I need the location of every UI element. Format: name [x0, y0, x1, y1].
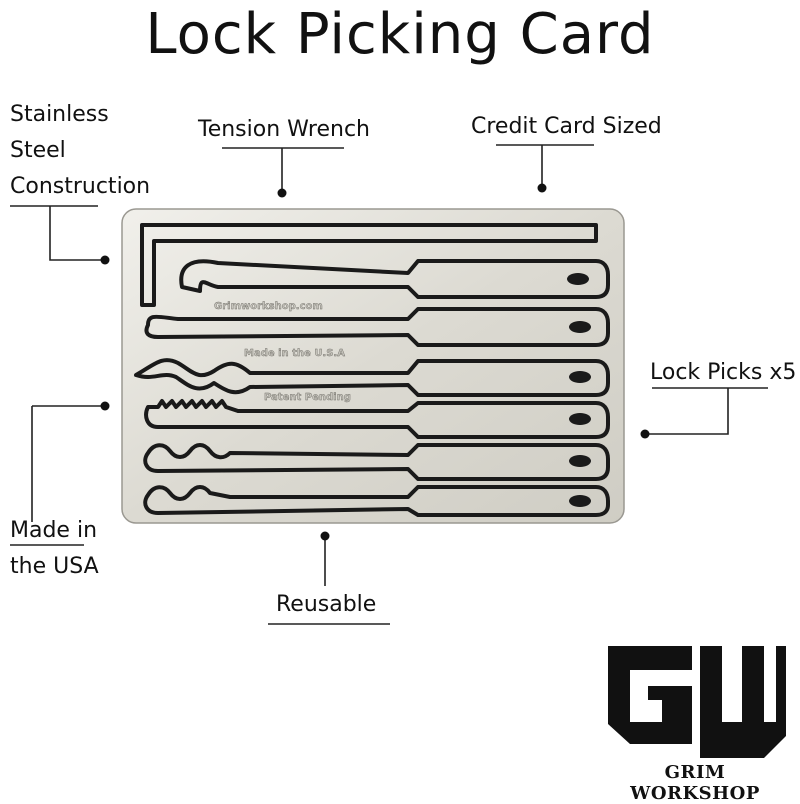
stainless-line-1: Stainless [10, 102, 109, 127]
logo-g-shape [608, 646, 692, 744]
tension-dot [277, 188, 287, 198]
picks-dot [640, 429, 650, 439]
grim-workshop-logo [608, 646, 786, 758]
card-engraving-patent: Patent Pending [264, 392, 351, 403]
lock-pick-card: Grimworkshop.com Made in the U.S.A Paten… [118, 205, 628, 527]
pick-hole-6 [569, 495, 591, 507]
picks-leader [646, 388, 729, 435]
made-line-1: Made in [10, 518, 98, 543]
stainless-line-3: Construction [10, 174, 151, 199]
pick-rake-cutout [144, 399, 610, 439]
lock-picks-callout: Lock Picks x5 [650, 360, 797, 385]
stainless-dot [100, 255, 110, 265]
pick-snake-cutout [143, 443, 610, 481]
pick-hole-1 [567, 273, 589, 285]
pick-snake-2-cutout [143, 485, 610, 517]
pick-wave-cutout [134, 358, 610, 397]
card-illustration: Grimworkshop.com Made in the U.S.A Paten… [121, 208, 625, 524]
page-title: Lock Picking Card [145, 2, 655, 67]
stainless-leader [49, 206, 104, 261]
reusable-callout: Reusable [276, 592, 377, 617]
pick-hole-4 [569, 413, 591, 425]
tension-wrench-callout: Tension Wrench [198, 117, 370, 142]
logo-wordmark: GRIM WORKSHOP [630, 762, 760, 804]
pick-hole-5 [569, 455, 591, 467]
stainless-steel-callout: Stainless Steel Construction [10, 97, 150, 205]
tension-wrench-cutout [140, 223, 598, 307]
card-engraving-url: Grimworkshop.com [214, 301, 323, 312]
made-dot [100, 401, 110, 411]
card-engraving-made: Made in the U.S.A [244, 348, 345, 359]
pick-hole-2 [569, 321, 591, 333]
pick-hook-cutout [179, 259, 610, 299]
pick-hole-3 [569, 371, 591, 383]
credit-card-callout: Credit Card Sized [471, 114, 662, 139]
made-in-usa-callout: Made in the USA [10, 513, 99, 585]
reusable-dot [320, 531, 330, 541]
pick-straight-cutout [144, 307, 610, 347]
credit-dot [537, 183, 547, 193]
card-body [121, 208, 625, 524]
made-line-2: the USA [10, 554, 99, 579]
logo-w-shape [700, 646, 786, 758]
stainless-line-2: Steel [10, 138, 66, 163]
